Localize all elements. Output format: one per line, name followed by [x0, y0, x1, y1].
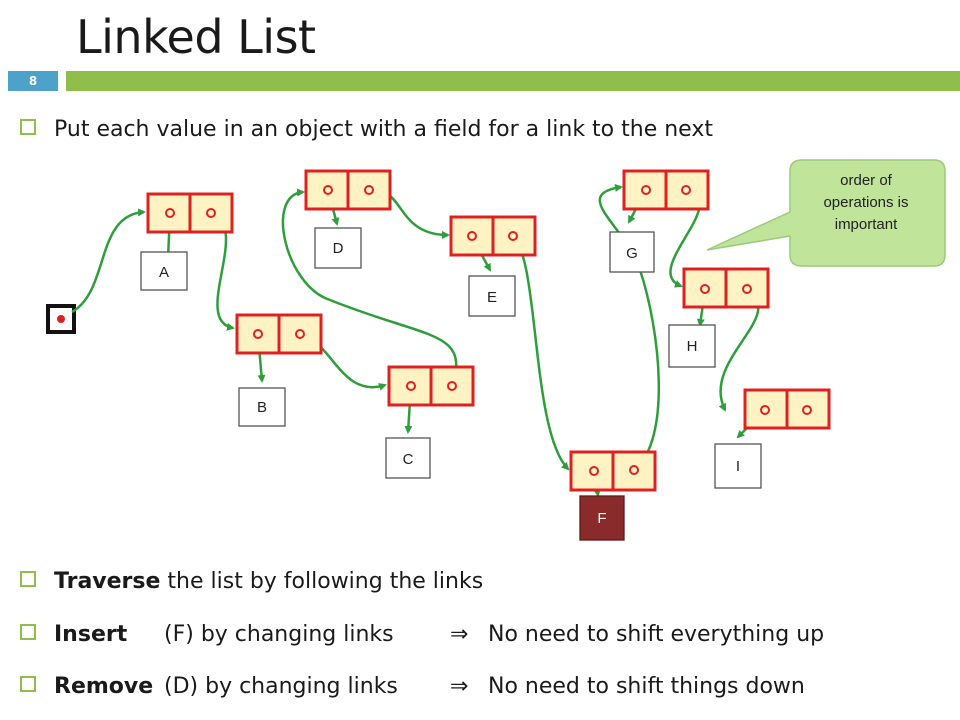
bullet-traverse: Traverse the list by following the links	[20, 569, 483, 594]
bullet-keyword: Insert	[54, 622, 128, 647]
value-label-b: B	[257, 399, 267, 416]
list-node	[682, 267, 770, 309]
value-label-e: E	[487, 289, 497, 306]
bullet-remove: Remove (D) by changing links ⇒ No need to s…	[20, 674, 805, 699]
value-label-i: I	[736, 458, 740, 475]
list-node	[449, 215, 537, 257]
intro-bullet: Put each value in an object with a field…	[20, 117, 713, 142]
bullet-result: No need to shift everything up	[488, 622, 825, 647]
value-label-h: H	[687, 338, 698, 355]
value-label-a: A	[159, 264, 169, 281]
list-node	[235, 313, 323, 355]
link-c-to-d	[281, 188, 458, 388]
page-number-badge: 8	[8, 71, 58, 91]
bullet-result: No need to shift things down	[488, 674, 805, 699]
link-e-to-f	[510, 234, 570, 471]
list-node	[146, 192, 234, 234]
square-bullet-icon	[20, 119, 36, 135]
callout-text: order of operations is important	[795, 170, 937, 236]
bullet-text: the list by following the links	[167, 569, 484, 594]
value-label-c: C	[403, 451, 414, 468]
callout-line-2: operations is	[823, 194, 909, 211]
square-bullet-icon	[20, 676, 36, 692]
callout-balloon	[706, 159, 946, 267]
intro-bullet-text: Put each value in an object with a field…	[54, 117, 713, 142]
link-head-to-a	[71, 208, 146, 314]
accent-bar	[66, 71, 960, 91]
slide-title: Linked List	[76, 10, 316, 64]
value-boxes: A B C D E F G H I	[140, 227, 762, 541]
square-bullet-icon	[20, 571, 36, 587]
value-label-g: G	[626, 245, 638, 262]
bullet-text: (D) by changing links	[164, 674, 398, 699]
list-nodes	[146, 169, 831, 492]
callout-line-1: order of	[840, 172, 892, 189]
value-label-f: F	[597, 510, 606, 527]
list-node	[743, 388, 831, 430]
bullet-keyword: Traverse	[54, 569, 161, 594]
implies-arrow-icon: ⇒	[450, 674, 469, 699]
square-bullet-icon	[20, 624, 36, 640]
value-label-d: D	[333, 240, 344, 257]
link-f-to-g	[598, 183, 661, 471]
list-node	[569, 450, 657, 492]
linked-list-diagram: A B C D E F G H I	[46, 159, 946, 541]
bullet-text: (F) by changing links	[164, 622, 394, 647]
head-pointer	[46, 304, 76, 334]
list-node	[304, 169, 392, 211]
implies-arrow-icon: ⇒	[450, 622, 469, 647]
bullet-insert: Insert (F) by changing links ⇒ No need to s…	[20, 622, 824, 647]
list-node	[622, 169, 710, 211]
list-node	[387, 365, 475, 407]
bullet-keyword: Remove	[54, 674, 154, 699]
callout-line-3: important	[834, 216, 898, 233]
